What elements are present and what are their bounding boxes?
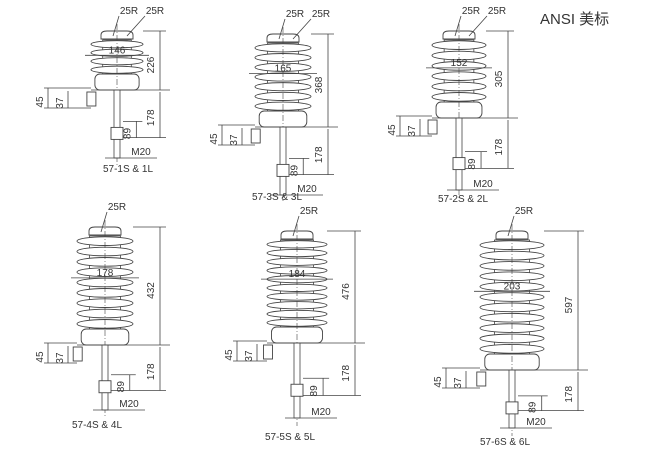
rod-label: 89 [528,401,539,413]
stud-nut [110,126,124,140]
bracket-outer-label: 45 [35,96,46,108]
mounting-stud [279,126,287,196]
bracket-inner-label: 37 [453,377,464,389]
bracket-outer-label: 45 [387,124,398,136]
radius-leader [112,15,120,37]
model-label: 57-3S & 3L [252,192,302,203]
diameter-label: 184 [289,269,306,280]
bracket-bolt [250,128,261,144]
radius-leader [278,18,286,40]
stud-nut [290,383,304,397]
standard-title: ANSI 美标 [540,11,610,28]
diameter-label: 165 [275,64,292,75]
model-label: 57-2S & 2L [438,194,488,205]
thread-label: M20 [297,184,317,195]
mounting-stud [293,342,301,419]
model-label: 57-5S & 5L [265,432,315,443]
radius-label: 25R [312,9,330,20]
height-label: 432 [146,282,157,299]
stud-nut [505,401,519,415]
bracket-inner-label: 37 [55,97,66,109]
thread-label: M20 [131,147,151,158]
base-label: 178 [146,109,157,126]
diameter-label: 203 [504,281,521,292]
height-label: 305 [494,70,505,87]
thread-label: M20 [473,179,493,190]
base-label: 178 [341,364,352,381]
radius-leader [292,215,300,237]
rod-label: 89 [467,158,478,170]
bracket-outer-label: 45 [224,349,235,361]
height-label: 226 [146,56,157,73]
radius-label: 25R [108,202,126,213]
bracket-inner-label: 37 [229,134,240,146]
radius-label: 25R [120,6,138,17]
bracket-bolt [476,371,487,387]
rod-label: 89 [122,128,133,140]
diameter-label: 152 [451,58,468,69]
rod-label: 89 [309,385,320,397]
height-label: 597 [564,296,575,313]
bracket-bolt [72,346,83,362]
bracket-inner-label: 37 [55,352,66,364]
bracket-bolt [263,344,273,360]
mounting-stud [508,369,516,429]
diameter-label: 146 [109,45,126,56]
model-label: 57-4S & 4L [72,420,122,431]
radius-label: 25R [488,6,506,17]
height-label: 476 [341,283,352,300]
mounting-stud [455,117,463,191]
rod-label: 89 [289,165,300,177]
radius-leader [292,18,312,40]
thread-label: M20 [311,407,331,418]
mounting-stud [101,344,109,411]
radius-leader [126,15,146,37]
base-label: 178 [314,146,325,163]
radius-leader [507,215,515,237]
bracket-inner-label: 37 [407,125,418,137]
stud-nut [98,380,112,394]
bracket-outer-label: 45 [433,376,444,388]
diameter-label: 178 [97,268,114,279]
stud-nut [276,163,290,177]
stud-nut [452,157,466,171]
radius-label: 25R [146,6,164,17]
base-label: 178 [146,363,157,380]
model-label: 57-1S & 1L [103,164,153,175]
bracket-outer-label: 45 [209,133,220,145]
base-label: 178 [564,386,575,403]
thread-label: M20 [526,417,546,428]
model-label: 57-6S & 6L [480,437,530,448]
radius-label: 25R [462,6,480,17]
radius-label: 25R [300,206,318,217]
rod-label: 89 [116,381,127,393]
bracket-inner-label: 37 [244,350,255,362]
bracket-bolt [427,119,438,135]
radius-label: 25R [515,206,533,217]
bracket-bolt [86,91,97,107]
height-label: 368 [314,76,325,93]
bracket-outer-label: 45 [35,351,46,363]
radius-leader [100,211,108,233]
radius-label: 25R [286,9,304,20]
thread-label: M20 [119,399,139,410]
radius-leader [468,15,488,37]
base-label: 178 [494,138,505,155]
mounting-stud [113,89,121,159]
radius-leader [454,15,462,37]
